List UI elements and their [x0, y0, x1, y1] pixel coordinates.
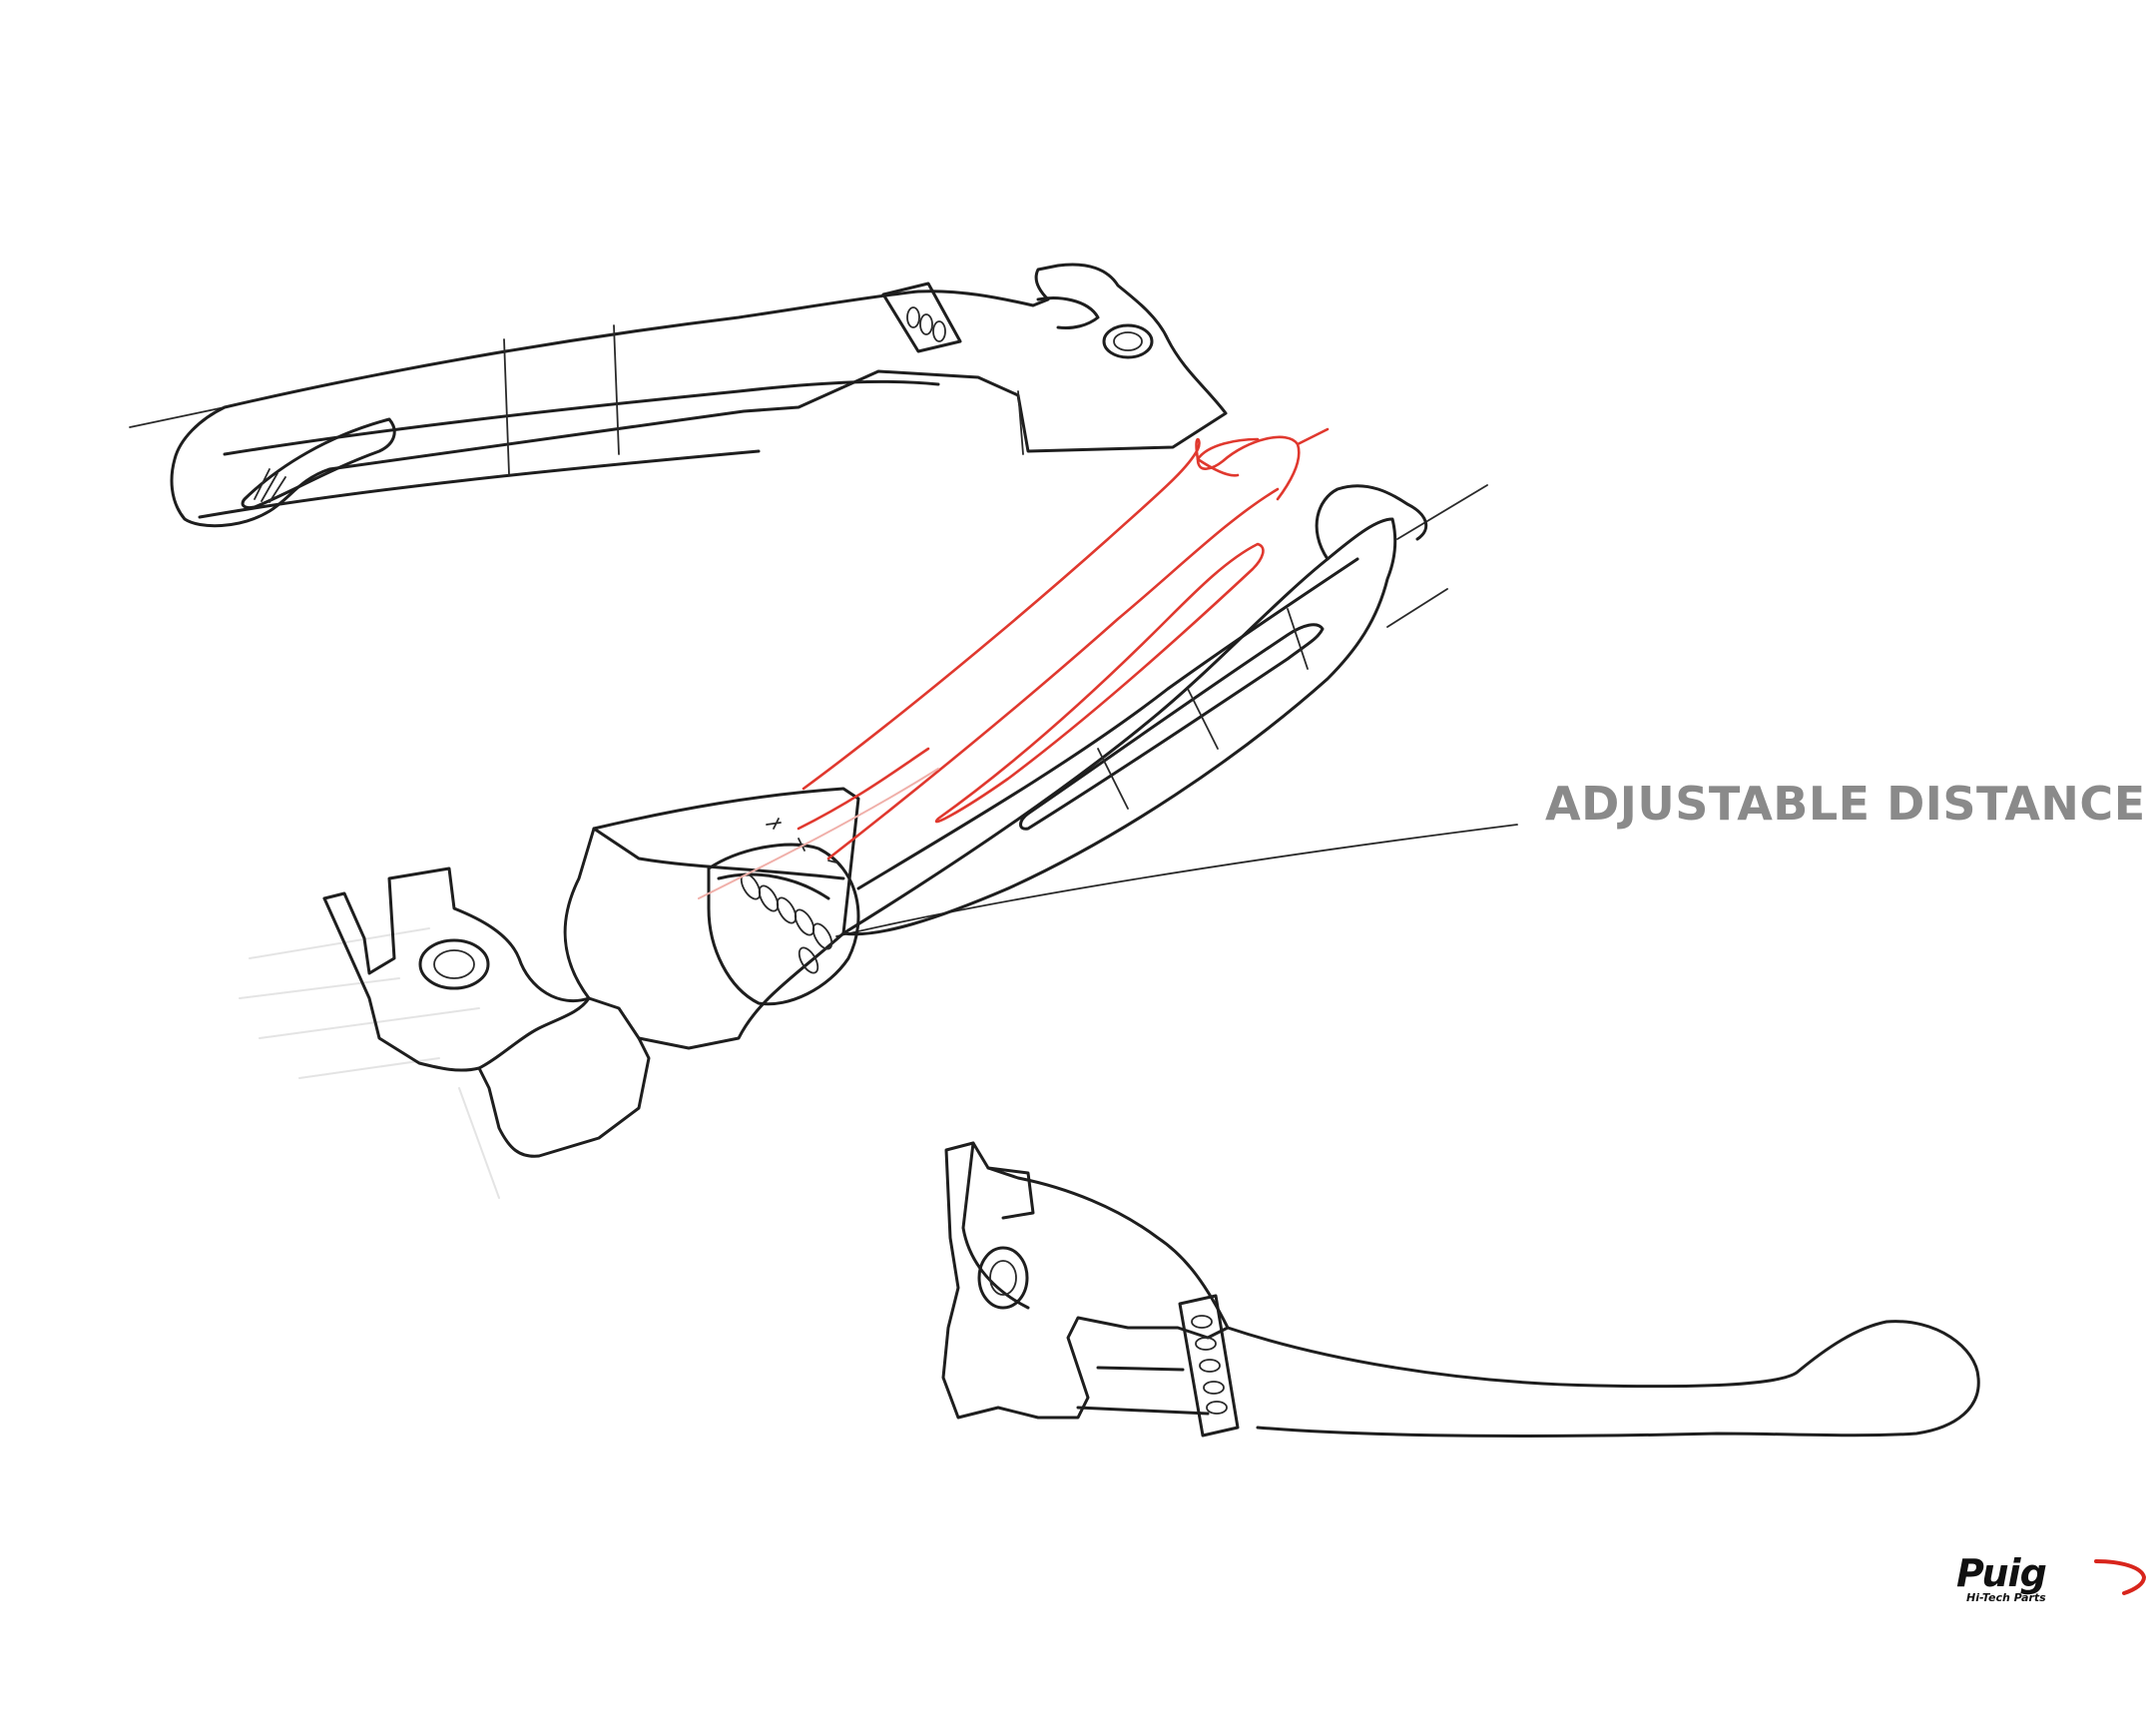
adjustable-distance-label: ADJUSTABLE DISTANCE [1545, 777, 2146, 831]
top-lever-sketch [129, 263, 1228, 528]
bottom-lever-sketch [941, 1141, 1980, 1438]
puig-logo-icon: Puig Hi-Tech Parts [1946, 1553, 2146, 1609]
adjusted-position-overlay [698, 427, 1330, 899]
brand-name: Puig [1956, 1551, 2047, 1595]
middle-lever-sketch [239, 484, 1518, 1199]
brand-tagline: Hi-Tech Parts [1966, 1591, 2046, 1604]
